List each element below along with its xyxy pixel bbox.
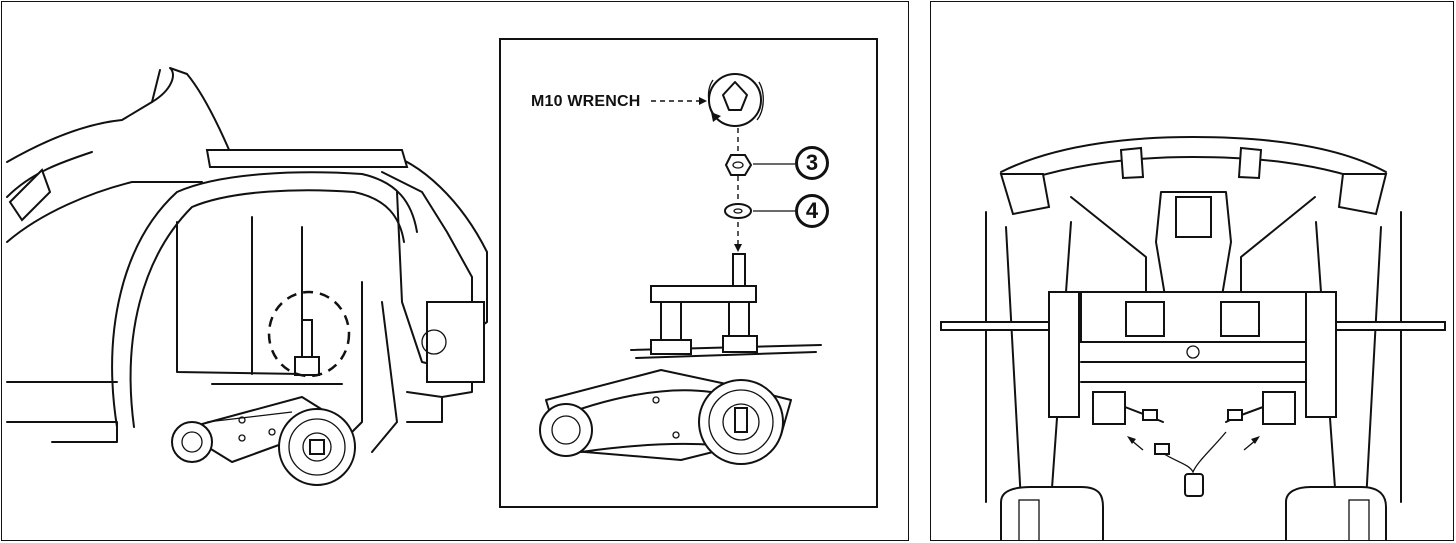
m10-wrench-label: M10 WRENCH [531, 93, 641, 110]
right-illustration-panel [930, 1, 1454, 541]
vehicle-rear-view [940, 136, 1446, 540]
nut-part-3 [724, 154, 753, 176]
callout-4: 4 [795, 194, 829, 228]
callout-3: 3 [795, 146, 829, 180]
detail-inset-drawing [539, 73, 822, 465]
detail-inset-box: M10 WRENCH 3 4 [499, 38, 878, 508]
left-illustration-panel: M10 WRENCH 3 4 [1, 1, 909, 541]
vehicle-side-view [6, 67, 670, 486]
washer-part-4 [724, 203, 752, 219]
